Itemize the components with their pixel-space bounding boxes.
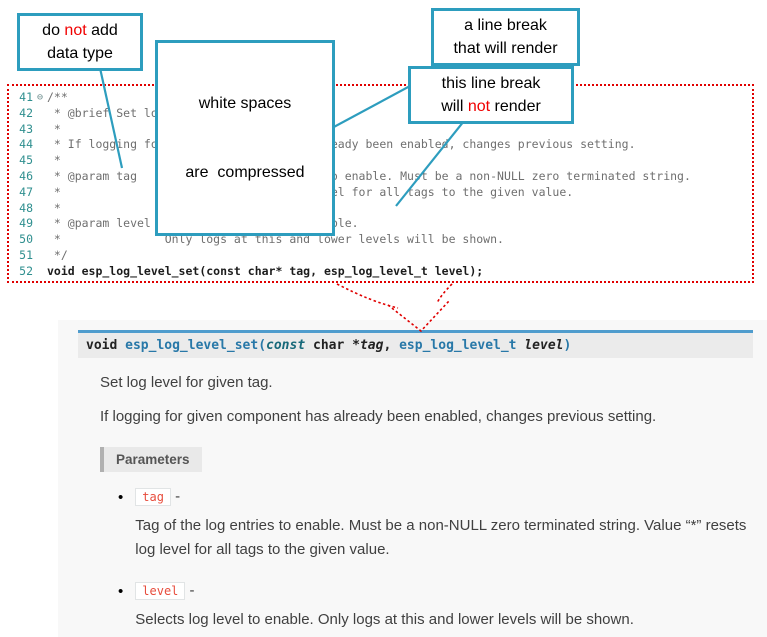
param-name-level: level xyxy=(135,582,186,600)
callout-line-break-renders: a line break that will render xyxy=(431,8,580,66)
doc-description: If logging for given component has alrea… xyxy=(100,408,657,425)
code-line: 44 * If logging for given component has … xyxy=(13,137,752,153)
sig-function-name: esp_log_level_set xyxy=(125,338,259,353)
fold-gutter xyxy=(33,122,47,138)
code-text: * @param tag Tag of the log entries to e… xyxy=(47,168,691,183)
line-number: 44 xyxy=(19,137,33,152)
code-line: 46 * @param tag Tag of the log entries t… xyxy=(13,169,752,185)
param-separator: - xyxy=(185,582,195,599)
parameters-label: Parameters xyxy=(100,447,202,472)
param-item-level: • level - Selects log level to enable. O… xyxy=(118,582,751,632)
callout-line: will not render xyxy=(441,98,541,115)
fold-gutter xyxy=(33,153,47,169)
arrow-left-edge xyxy=(336,283,399,309)
callout-line: data type xyxy=(47,45,113,62)
param-desc-level: Selects log level to enable. Only logs a… xyxy=(135,611,634,628)
sig-const-keyword: const xyxy=(266,338,306,353)
code-line: 42 * @brief Set log level for given tag xyxy=(13,106,752,122)
fold-gutter xyxy=(33,232,47,248)
sig-paren-open: ( xyxy=(258,338,267,353)
callout-line: do not add xyxy=(42,22,118,39)
code-line: 41⊖/** xyxy=(13,90,752,106)
callout-whitespace-compressed: white spaces are compressed xyxy=(155,40,335,236)
line-number: 43 xyxy=(19,121,33,136)
bullet-icon: • xyxy=(118,489,124,506)
code-line: 48 * xyxy=(13,201,752,217)
param-name-tag: tag xyxy=(135,488,171,506)
param-item-tag: • tag - Tag of the log entries to enable… xyxy=(118,488,751,562)
code-line: 51 */ xyxy=(13,248,752,264)
param-content: level - Selects log level to enable. Onl… xyxy=(135,582,634,632)
line-number: 47 xyxy=(19,184,33,199)
fold-gutter xyxy=(33,137,47,153)
fold-gutter xyxy=(33,216,47,232)
callout-line: that will render xyxy=(453,40,558,57)
code-text: * If logging for given component has alr… xyxy=(47,137,636,152)
code-text: void esp_log_level_set(const char* tag, … xyxy=(47,263,484,278)
param-content: tag - Tag of the log entries to enable. … xyxy=(135,488,751,562)
callout-line: are compressed xyxy=(185,164,305,181)
code-line: 50 * Only logs at this and lower levels … xyxy=(13,232,752,248)
sig-arg-level: level xyxy=(524,338,564,353)
line-number: 42 xyxy=(19,105,33,120)
code-line: 45 * xyxy=(13,153,752,169)
fold-gutter xyxy=(33,106,47,122)
fold-gutter xyxy=(33,201,47,217)
code-text: /** xyxy=(47,90,68,104)
doc-brief: Set log level for given tag. xyxy=(100,374,273,391)
callout-line: a line break xyxy=(464,17,547,34)
function-signature: void esp_log_level_set(const char *tag, … xyxy=(78,330,753,358)
line-number: 50 xyxy=(19,232,33,247)
callout-line: white spaces xyxy=(198,95,292,112)
sig-arg-tag: tag xyxy=(359,338,384,353)
code-text: * xyxy=(47,121,61,136)
param-desc-tag: Tag of the log entries to enable. Must b… xyxy=(135,517,747,558)
code-line: 43 * xyxy=(13,122,752,138)
fold-gutter xyxy=(33,169,47,185)
line-number: 45 xyxy=(19,153,33,168)
fold-gutter xyxy=(33,185,47,201)
code-line: 49 * @param level Selects log level to e… xyxy=(13,216,752,232)
line-number: 46 xyxy=(19,168,33,183)
code-text: * xyxy=(47,153,61,168)
code-text: */ xyxy=(47,247,68,262)
line-number: 52 xyxy=(19,263,33,278)
doc-body: Set log level for given tag. If logging … xyxy=(100,374,751,632)
sig-level-type: esp_log_level_t xyxy=(399,338,525,353)
callout-line-break-not-render: this line break will not render xyxy=(408,66,574,124)
arrow-right-edge xyxy=(436,283,453,304)
fold-icon: ⊖ xyxy=(36,92,44,103)
code-line: 47 * Value "*" resets log level for all … xyxy=(13,185,752,201)
fold-gutter xyxy=(33,264,47,280)
line-number: 49 xyxy=(19,216,33,231)
line-number: 48 xyxy=(19,200,33,215)
sig-comma: , xyxy=(383,338,400,353)
callout-line: this line break xyxy=(441,75,541,92)
sig-char-type: char * xyxy=(305,338,360,353)
code-line-function-declaration: 52 void esp_log_level_set(const char* tag… xyxy=(13,264,752,280)
code-editor-snippet: 41⊖/** 42 * @brief Set log level for giv… xyxy=(7,84,754,283)
code-text: * xyxy=(47,200,61,215)
sig-return-type: void xyxy=(86,338,126,353)
line-number: 51 xyxy=(19,247,33,262)
line-number: 41 xyxy=(19,90,33,104)
callout-no-data-type: do not add data type xyxy=(17,13,143,71)
fold-gutter xyxy=(33,248,47,264)
rendered-doc-panel: void esp_log_level_set(const char *tag, … xyxy=(58,320,767,637)
param-separator: - xyxy=(170,488,181,505)
bullet-icon: • xyxy=(118,583,124,600)
sig-paren-close: ) xyxy=(563,338,572,353)
